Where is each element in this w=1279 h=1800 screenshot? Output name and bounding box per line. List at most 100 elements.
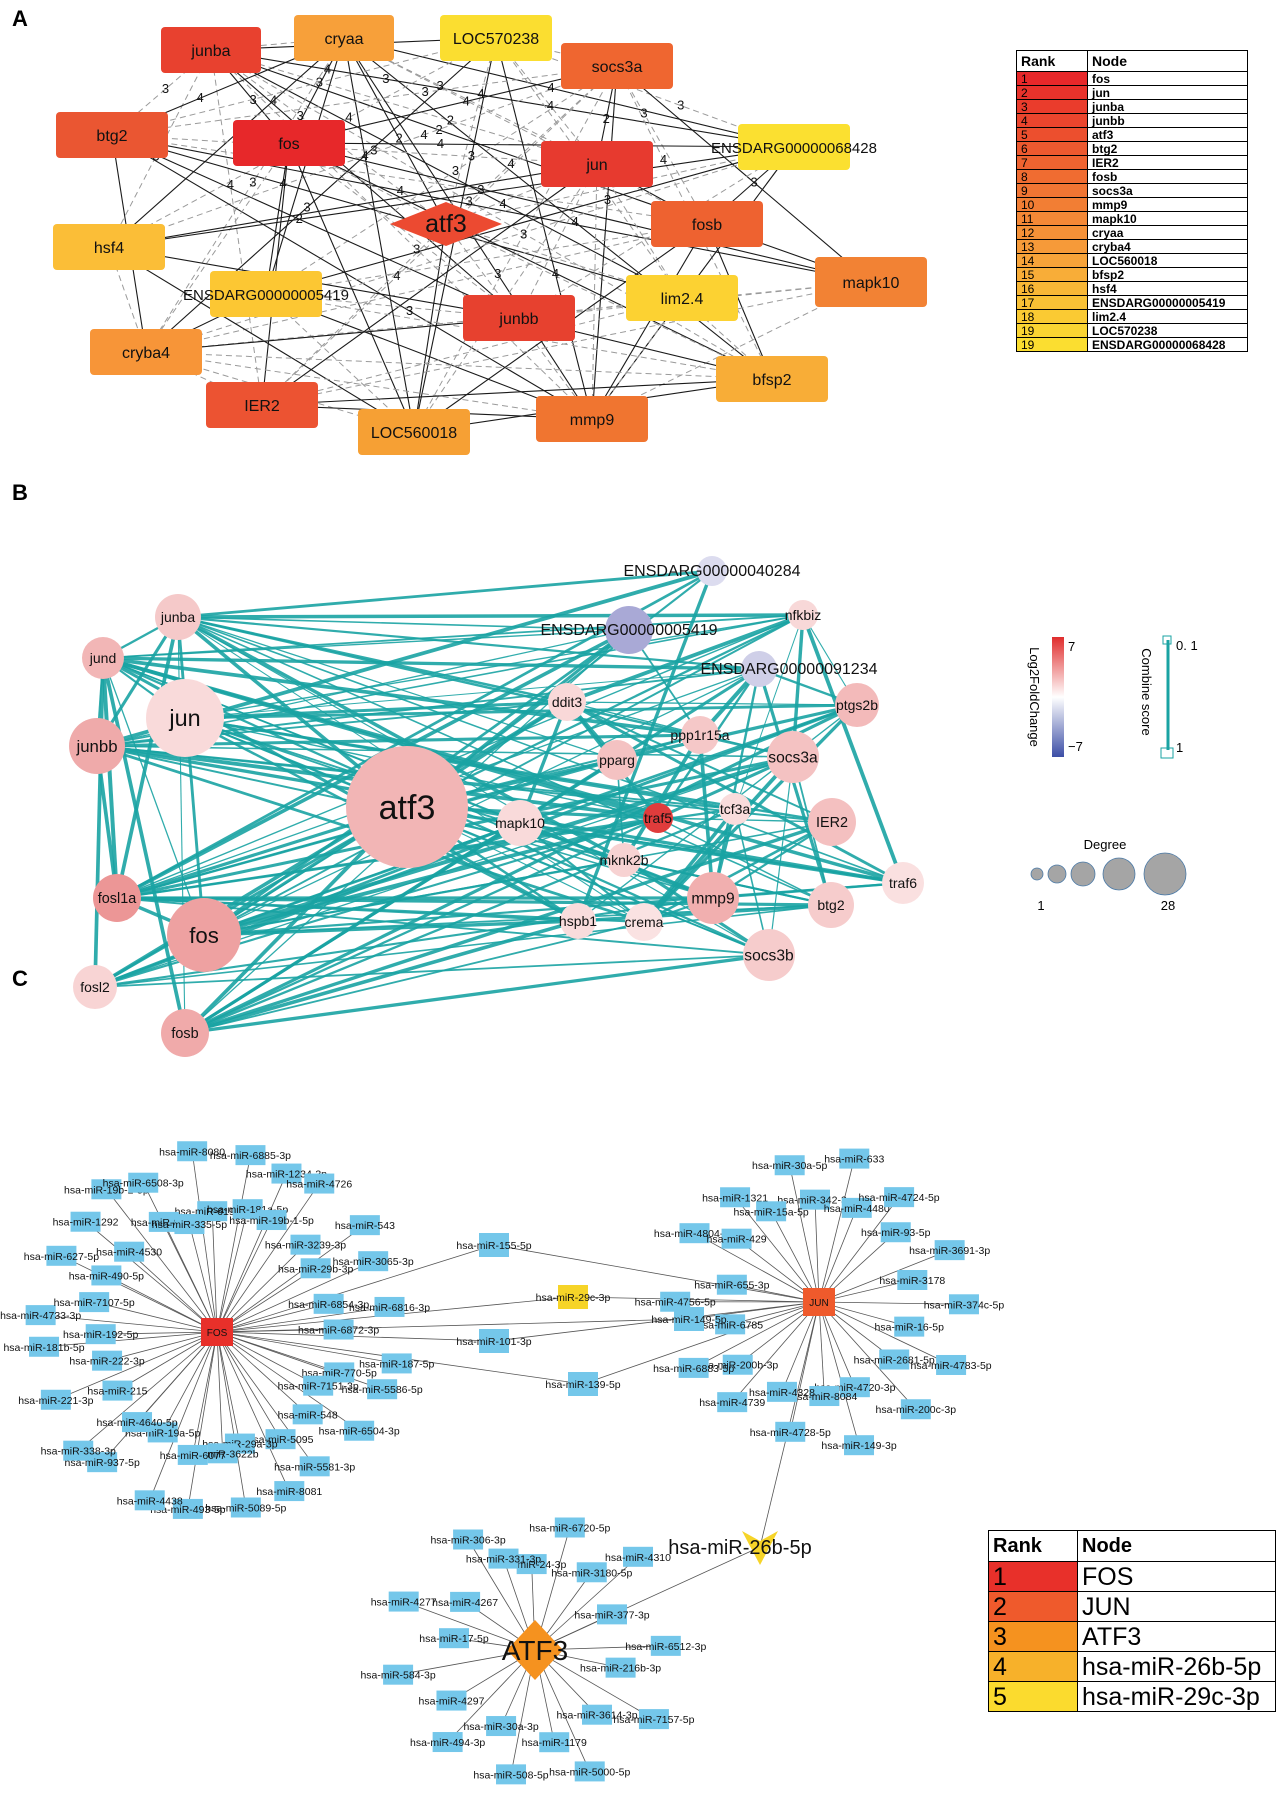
- edge-score-label: 3: [316, 75, 323, 90]
- mirna-label: hsa-miR-216b-3p: [580, 1663, 661, 1675]
- regulation-edge: [216, 1244, 306, 1333]
- network-edge: [108, 37, 497, 248]
- mirna-label: hsa-miR-26b-5p: [668, 1537, 811, 1559]
- network-edge: [495, 37, 593, 420]
- network-edge: [210, 49, 773, 380]
- gene-node-ptgs2b: [835, 683, 879, 727]
- interaction-edge: [116, 614, 804, 899]
- mirna-node: [479, 1233, 509, 1257]
- node-cell: LOC570238: [1087, 323, 1248, 338]
- mirna-label: hsa-miR-633: [824, 1154, 884, 1166]
- panel-label-a: A: [12, 6, 28, 31]
- network-edge: [145, 146, 795, 353]
- regulation-edge: [216, 1183, 320, 1333]
- combine-score-bottom-label: 1: [1176, 740, 1183, 755]
- mirna-node: [558, 1285, 588, 1309]
- mirna-node: [148, 1211, 179, 1232]
- mirna-node: [304, 1173, 335, 1194]
- regulation-edge: [85, 1221, 218, 1333]
- mirna-label: hsa-miR-6785: [697, 1319, 763, 1331]
- edge-score-label: 3: [477, 182, 484, 197]
- network-edge: [261, 378, 773, 406]
- interaction-edge: [184, 703, 858, 1035]
- colorbar-min-label: −7: [1068, 739, 1083, 754]
- network-edge: [591, 223, 708, 420]
- regulation-edge: [40, 1314, 218, 1333]
- regulation-edge: [534, 1546, 761, 1651]
- mirna-label: hsa-miR-377-3p: [574, 1609, 649, 1621]
- rank-cell: 5: [1016, 127, 1088, 142]
- gene-label: ppp1r15a: [670, 727, 729, 743]
- degree-size-circle: [1047, 864, 1067, 884]
- regulation-edge: [216, 1318, 690, 1333]
- interaction-edge: [177, 616, 630, 631]
- node-cell: ENSDARG00000005419: [1087, 295, 1248, 310]
- gene-label: ENSDARG00000005419: [540, 622, 717, 639]
- mirna-node: [274, 1481, 305, 1502]
- rank-cell: 10: [1016, 197, 1088, 212]
- node-label: socs3a: [592, 59, 643, 76]
- gene-label: socs3a: [768, 749, 818, 766]
- mirna-node: [292, 1404, 323, 1425]
- network-edge: [111, 134, 708, 225]
- mirna-label: hsa-miR-222-3p: [69, 1356, 144, 1368]
- network-edge: [445, 65, 618, 225]
- mirna-label: hsa-miR-5000-5p: [549, 1766, 630, 1778]
- mirna-node: [374, 1296, 405, 1317]
- regulation-edge: [106, 1275, 218, 1333]
- mirna-label: hsa-miR-3691-3p: [909, 1245, 990, 1257]
- gene-node-pparg: [597, 740, 637, 780]
- regulation-edge: [216, 1173, 287, 1333]
- mirna-label: hsa-miR-30a-5p: [752, 1160, 827, 1172]
- rank-header: Rank: [988, 1530, 1078, 1562]
- interaction-edge: [184, 807, 736, 1035]
- interaction-edge: [177, 569, 713, 619]
- mirna-label: hsa-miR-3178: [879, 1275, 945, 1287]
- mirna-node: [46, 1245, 77, 1266]
- regulation-edge: [216, 1267, 316, 1333]
- regulation-edge: [100, 1331, 218, 1335]
- network-edge: [108, 163, 598, 248]
- network-edge: [261, 163, 598, 406]
- mirna-label: hsa-miR-6854-3p: [288, 1299, 369, 1311]
- node-cell: bfsp2: [1087, 267, 1248, 282]
- network-edge: [518, 281, 872, 319]
- mirna-label: hsa-miR-29b-3p: [278, 1263, 353, 1275]
- hub-label: JUN: [809, 1298, 828, 1309]
- mirna-label: hsa-miR-4783-5p: [911, 1360, 992, 1372]
- mirna-node: [79, 1292, 110, 1313]
- mirna-node: [660, 1291, 691, 1312]
- mirna-label: hsa-miR-149-3p: [821, 1440, 896, 1452]
- regulation-edge: [818, 1207, 858, 1303]
- mirna-label: hsa-miR-4530: [96, 1247, 162, 1259]
- rank-cell: 17: [1016, 295, 1088, 310]
- interaction-edge: [801, 614, 905, 884]
- node-cryaa: [294, 15, 394, 61]
- gene-node-traf5: [643, 803, 673, 833]
- mirna-node: [574, 1761, 605, 1782]
- mirna-node: [722, 1354, 753, 1375]
- rank-cell: 1: [1016, 71, 1088, 86]
- rank-header: Rank: [1016, 50, 1088, 72]
- edge-score-label: 2: [296, 211, 303, 226]
- gene-label: mknk2b: [599, 852, 648, 868]
- combine-score-top-label: 0. 1: [1176, 638, 1198, 653]
- gene-node-atf3: [346, 746, 468, 868]
- regulation-edge: [149, 1331, 218, 1501]
- interaction-edge: [203, 822, 521, 936]
- regulation-edge: [61, 1255, 218, 1333]
- node-atf3-diamond: [390, 202, 502, 246]
- mirna-node: [265, 1429, 296, 1450]
- gene-node-mknk2b: [607, 843, 641, 877]
- mirna-node: [29, 1336, 60, 1357]
- rank-cell: 4: [1016, 113, 1088, 128]
- regulation-edge: [106, 1189, 218, 1333]
- regulation-edge: [106, 1331, 218, 1362]
- node-cell: hsa-miR-26b-5p: [1077, 1651, 1276, 1682]
